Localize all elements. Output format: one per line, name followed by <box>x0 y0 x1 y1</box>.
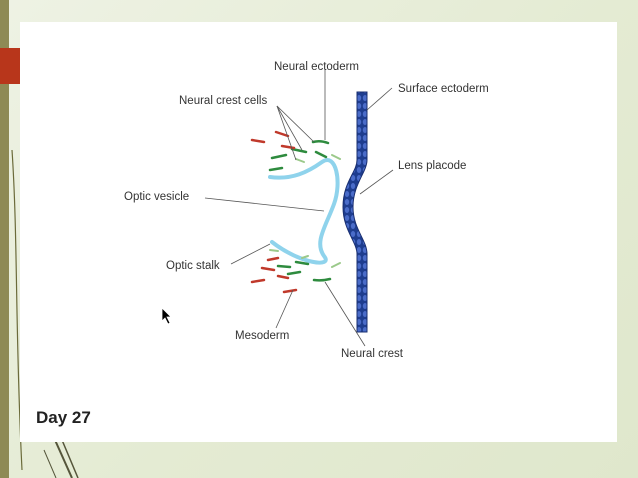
label-neural-crest: Neural crest <box>341 348 404 360</box>
label-neural-ectoderm: Neural ectoderm <box>274 61 359 73</box>
slide-content: Neural ectoderm Surface ectoderm Neural … <box>20 22 617 442</box>
leader-lines <box>204 70 394 347</box>
label-optic-vesicle: Optic vesicle <box>124 191 189 203</box>
slide-left-bar <box>0 0 9 478</box>
label-optic-stalk: Optic stalk <box>166 260 220 272</box>
neural-crest-cells <box>268 139 332 282</box>
slide-accent-block <box>0 48 20 84</box>
optic-vesicle-shape <box>268 158 340 265</box>
label-lens-placode: Lens placode <box>398 160 466 172</box>
label-surface-ectoderm: Surface ectoderm <box>398 83 489 95</box>
eye-development-diagram: Neural ectoderm Surface ectoderm Neural … <box>124 61 489 360</box>
mouse-pointer-icon <box>161 307 172 325</box>
day-label: Day 27 <box>36 408 91 427</box>
label-neural-crest-cells: Neural crest cells <box>179 95 267 107</box>
label-mesoderm: Mesoderm <box>235 330 289 342</box>
surface-ectoderm-strip <box>342 91 368 333</box>
neural-crest-cells-light <box>269 154 341 268</box>
